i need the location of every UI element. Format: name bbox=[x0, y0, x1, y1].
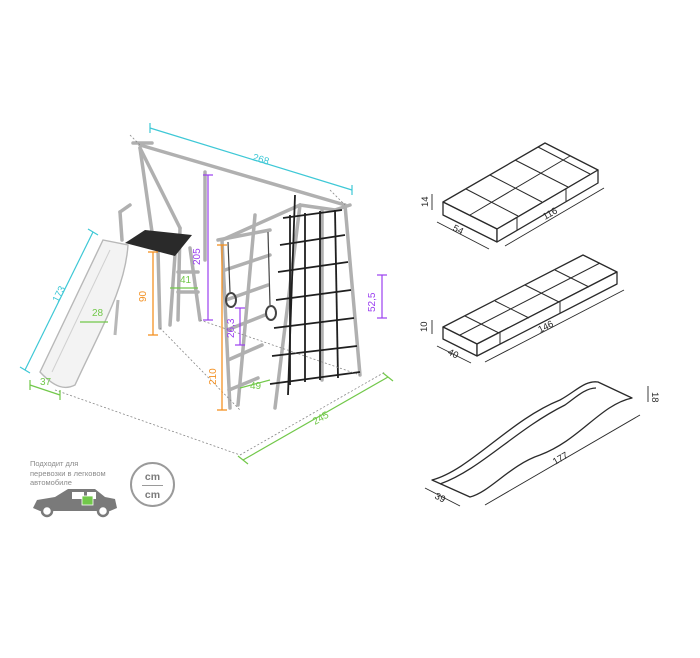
transport-note-line-3: автомобиле bbox=[30, 478, 72, 487]
box2-height: 10 bbox=[419, 321, 430, 332]
dim-line-268 bbox=[149, 123, 353, 195]
transport-note-line-2: перевозки в легковом bbox=[30, 468, 106, 478]
dim-line-49 bbox=[239, 379, 271, 389]
dim-line-173 bbox=[19, 228, 99, 374]
slide-part-width: 39 bbox=[433, 491, 447, 506]
dim-line-37 bbox=[29, 380, 61, 400]
unit-divider bbox=[142, 485, 163, 487]
climbing-net bbox=[269, 194, 361, 396]
platform-deck bbox=[125, 230, 192, 256]
footprint-lines bbox=[54, 134, 386, 456]
units-badge: cm cm bbox=[130, 462, 175, 507]
slide-part-dim-lines bbox=[424, 386, 649, 507]
slide-part-length: 177 bbox=[551, 450, 570, 467]
dim-line-245 bbox=[237, 372, 394, 465]
slide-part-height: 18 bbox=[649, 392, 660, 403]
box2-dim-lines bbox=[431, 289, 625, 364]
dim-268: 268 bbox=[251, 152, 271, 168]
transport-note: Подходит для перевозки в легковом автомо… bbox=[30, 459, 130, 488]
playset-frame bbox=[118, 141, 362, 410]
dim-90: 90 bbox=[138, 290, 149, 302]
slide bbox=[39, 239, 129, 389]
car-icon bbox=[33, 489, 117, 518]
dim-210: 210 bbox=[208, 368, 219, 385]
box2-depth: 40 bbox=[446, 347, 460, 362]
dim-41: 41 bbox=[180, 275, 192, 286]
dim-line-52-5 bbox=[377, 274, 387, 319]
package-box-1 bbox=[442, 142, 599, 243]
dim-205: 205 bbox=[192, 248, 203, 265]
dim-28: 28 bbox=[92, 308, 104, 319]
slide-part bbox=[431, 381, 633, 498]
dim-26-3: 26,3 bbox=[226, 318, 237, 338]
dim-line-210 bbox=[217, 244, 227, 411]
unit-top: cm bbox=[144, 471, 161, 483]
dim-line-26-3 bbox=[235, 307, 245, 346]
dim-49: 49 bbox=[250, 381, 262, 392]
box2-straps bbox=[459, 262, 601, 344]
unit-bottom: cm bbox=[144, 489, 161, 501]
box1-depth: 54 bbox=[451, 223, 465, 238]
package-box-2 bbox=[442, 254, 618, 357]
box1-height: 14 bbox=[420, 196, 431, 207]
dim-52-5: 52,5 bbox=[367, 292, 378, 312]
box1-straps bbox=[465, 146, 591, 230]
gym-rings bbox=[225, 231, 277, 321]
dim-37: 37 bbox=[40, 377, 52, 388]
dim-line-90 bbox=[148, 251, 158, 336]
transport-note-line-1: Подходит для bbox=[30, 459, 79, 468]
dim-line-205 bbox=[203, 174, 213, 321]
box1-dim-lines bbox=[431, 187, 605, 250]
